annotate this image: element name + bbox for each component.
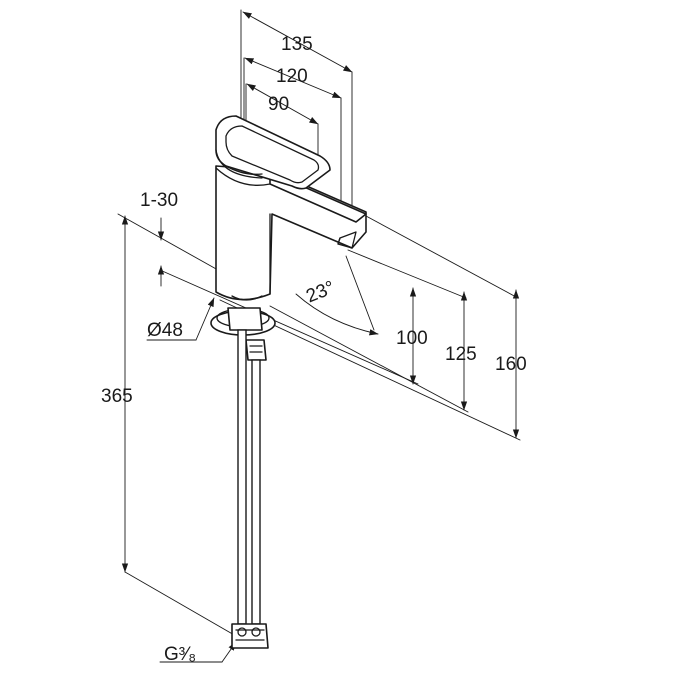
dimension-lines [121,11,520,663]
supply-hoses [231,329,269,649]
dim-135: 135 [281,34,313,55]
dim-100: 100 [396,328,428,349]
dim-120: 120 [276,66,308,87]
dim-1-30: 1-30 [140,190,178,211]
dimension-labels: 135 120 90 1-30 23° Ø48 100 125 160 365 … [101,34,527,665]
dim-160: 160 [495,354,527,375]
dim-angle: 23° [303,277,338,307]
dim-90: 90 [268,94,289,115]
mounting-base [210,295,276,361]
dim-125: 125 [445,344,477,365]
thread-size: G³⁄₈ [164,644,196,665]
dim-d48: Ø48 [147,320,183,341]
dim-365: 365 [101,386,133,407]
faucet-body [215,115,367,301]
